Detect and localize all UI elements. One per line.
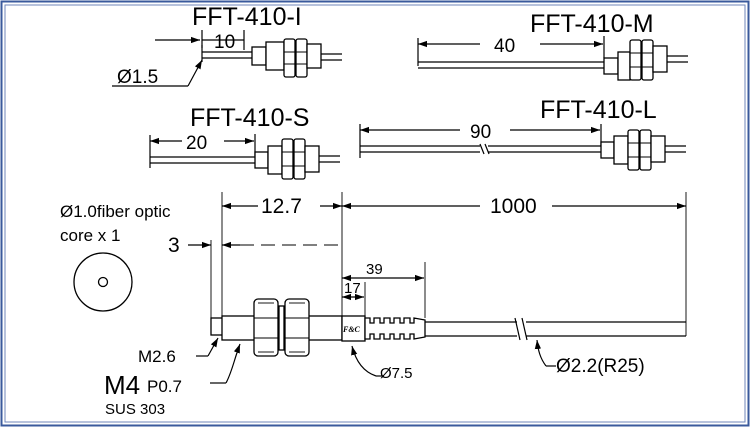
fiber-note-line2: core x 1: [60, 226, 120, 245]
fft-410-m-view: FFT-410-M 40: [417, 10, 688, 81]
dim-s-length: 20: [186, 133, 207, 154]
dim-i-diameter: Ø1.5: [117, 67, 158, 88]
label-m26: M2.6: [138, 347, 176, 366]
fiber-note-line1: Ø1.0fiber optic: [60, 202, 171, 221]
label-material: SUS 303: [105, 401, 165, 418]
fiber-cross-section: [73, 252, 133, 312]
model-title-m: FFT-410-M: [530, 10, 654, 38]
dim-i-length: 10: [214, 32, 235, 53]
model-title-l: FFT-410-L: [540, 96, 657, 124]
dim-cable-length: 1000: [490, 195, 537, 218]
main-sensor-drawing: 12.7 1000 3 39 17: [60, 192, 687, 418]
fft-410-s-view: FFT-410-S 20: [149, 104, 340, 180]
fft-410-l-view: FFT-410-L 90: [359, 96, 686, 171]
label-pitch: P0.7: [147, 377, 182, 396]
label-m4: M4: [104, 370, 140, 400]
model-title-s: FFT-410-S: [190, 104, 309, 132]
model-title-i: FFT-410-I: [192, 3, 302, 31]
dim-l-length: 90: [470, 122, 491, 143]
dim-tip-length: 3: [168, 234, 180, 257]
dim-cable-diameter: Ø2.2(R25): [556, 356, 645, 377]
dim-sleeve-short: 17: [344, 280, 361, 297]
dim-sleeve-diameter: Ø7.5: [380, 365, 413, 382]
dim-sleeve-length: 39: [366, 261, 383, 278]
dim-m-length: 40: [494, 36, 515, 57]
dim-thread-length: 12.7: [261, 195, 302, 218]
fft-410-i-view: FFT-410-I 10 Ø1.5: [112, 3, 342, 88]
brand-logo: F&C: [342, 325, 361, 334]
inner-border: [4, 4, 746, 423]
